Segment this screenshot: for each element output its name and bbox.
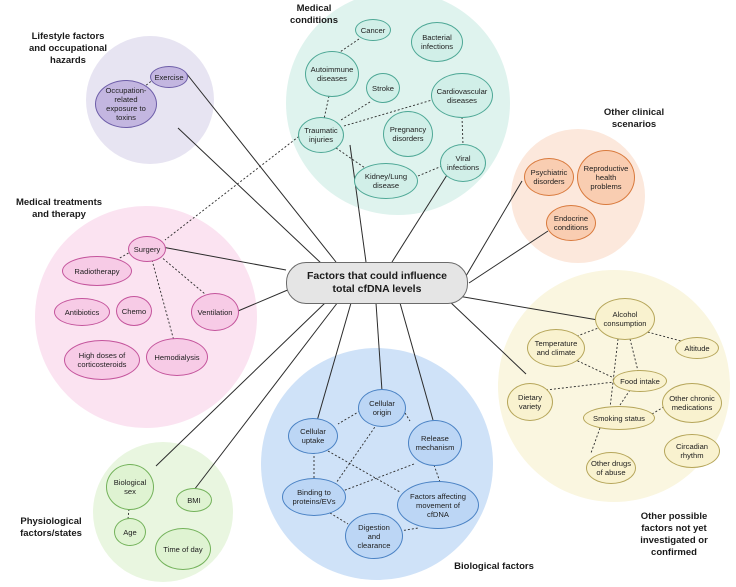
link-digestion-movement: [399, 527, 419, 532]
spoke-bmi: [193, 301, 339, 491]
node-food-intake: Food intake: [613, 370, 667, 392]
link-alcohol-food: [629, 338, 639, 372]
spoke-endocrine: [468, 230, 549, 284]
link-release-binding: [339, 463, 415, 493]
node-alcohol-consumption: Alcohol consumption: [595, 298, 655, 340]
node-time-of-day: Time of day: [155, 528, 211, 570]
node-biological-sex: Biological sex: [106, 464, 154, 510]
link-origin-uptake: [337, 410, 361, 425]
link-kidney-viral: [417, 165, 443, 177]
node-age: Age: [114, 518, 146, 546]
node-digestion-clearance: Digestion and clearance: [345, 513, 403, 559]
link-traumatic-kidney: [335, 147, 366, 169]
spoke-surgery: [161, 246, 287, 271]
spoke-physiological: [155, 302, 326, 467]
link-uptake-movement: [327, 450, 401, 493]
title-physiological: Physiological factors/states: [20, 516, 82, 539]
node-kidney-lung-disease: Kidney/Lung disease: [354, 163, 418, 199]
node-endocrine-conditions: Endocrine conditions: [546, 205, 596, 241]
spoke-uptake: [316, 302, 352, 422]
node-hemodialysis: Hemodialysis: [146, 338, 208, 376]
link-surgery-radiotherapy: [117, 250, 133, 260]
link-alcohol-altitude: [639, 329, 682, 342]
node-antibiotics: Antibiotics: [54, 298, 110, 326]
node-cancer: Cancer: [355, 19, 391, 41]
node-circadian-rhythm: Circadian rhythm: [664, 434, 720, 468]
node-cellular-uptake: Cellular uptake: [288, 418, 338, 454]
node-bmi: BMI: [176, 488, 212, 512]
node-other-drugs-of-abuse: Other drugs of abuse: [586, 452, 636, 484]
title-other-factors: Other possible factors not yet investiga…: [640, 511, 708, 558]
link-alcohol-smoking: [609, 338, 619, 409]
link-stroke-traumatic: [340, 101, 371, 121]
title-medical-conditions: Medical conditions: [289, 3, 339, 26]
node-cardiovascular-diseases: Cardiovascular diseases: [431, 73, 493, 118]
spoke-viral: [391, 174, 448, 263]
node-autoimmune-diseases: Autoimmune diseases: [305, 51, 359, 97]
link-origin-release: [404, 412, 411, 422]
node-stroke: Stroke: [366, 73, 400, 103]
node-high-dose-corticosteroids: High doses of corticosteroids: [64, 340, 140, 380]
node-viral-infections: Viral infections: [440, 144, 486, 182]
link-smoking-drugs: [590, 427, 601, 454]
node-smoking-status: Smoking status: [583, 406, 655, 430]
title-lifestyle: Lifestyle factors and occupational hazar…: [28, 31, 108, 66]
node-movement-of-cfdna: Factors affecting movement of cfDNA: [397, 481, 479, 529]
link-origin-binding: [333, 423, 378, 487]
title-biological: Biological factors: [454, 561, 534, 572]
title-treatments: Medical treatments and therapy: [15, 197, 103, 220]
node-occupation-exposure: Occupation- related exposure to toxins: [95, 80, 157, 128]
link-exercise-occupation: [139, 78, 155, 91]
spoke-origin: [375, 302, 383, 392]
node-exercise: Exercise: [150, 66, 188, 88]
link-binding-digestion: [329, 512, 349, 525]
node-cellular-origin: Cellular origin: [358, 389, 406, 427]
central-node: Factors that could influence total cfDNA…: [286, 262, 468, 304]
spoke-release: [399, 302, 434, 421]
node-reproductive-health: Reproductive health problems: [577, 150, 635, 205]
link-physio-age: [127, 508, 130, 520]
spoke-traumatic: [349, 144, 367, 263]
spoke-lifestyle: [185, 72, 337, 263]
node-surgery: Surgery: [128, 236, 166, 262]
node-dietary-variety: Dietary variety: [507, 383, 553, 421]
link-surgery-hemodialysis: [151, 259, 175, 342]
node-altitude: Altitude: [675, 337, 719, 359]
title-other-clinical: Other clinical scenarios: [603, 107, 665, 130]
node-radiotherapy: Radiotherapy: [62, 256, 132, 286]
spoke-ventilation: [237, 288, 291, 312]
link-traumatic-cardio: [343, 99, 433, 127]
link-surgery-ventilation: [159, 255, 206, 295]
node-pregnancy-disorders: Pregnancy disorders: [383, 111, 433, 157]
link-release-movement: [433, 464, 441, 483]
node-release-mechanism: Release mechanism: [408, 420, 462, 466]
node-chemo: Chemo: [116, 296, 152, 326]
link-smoking-chronic: [651, 404, 668, 415]
spoke-lifestyle-2: [177, 127, 323, 265]
node-psychiatric-disorders: Psychiatric disorders: [524, 158, 574, 196]
link-cardio-viral: [461, 116, 464, 146]
node-other-chronic-medications: Other chronic medications: [662, 383, 722, 423]
node-temperature-climate: Temperature and climate: [527, 329, 585, 367]
spoke-alcohol: [457, 295, 599, 321]
node-ventilation: Ventilation: [191, 293, 239, 331]
node-bacterial-infections: Bacterial infections: [411, 22, 463, 62]
node-binding-proteins-evs: Binding to proteins/EVs: [282, 478, 346, 516]
node-traumatic-injuries: Traumatic injuries: [298, 117, 344, 153]
spoke-dietary: [447, 299, 527, 375]
spoke-psychiatric: [465, 180, 523, 277]
link-dietary-food: [545, 381, 615, 391]
link-traumatic-surgery: [164, 133, 303, 241]
